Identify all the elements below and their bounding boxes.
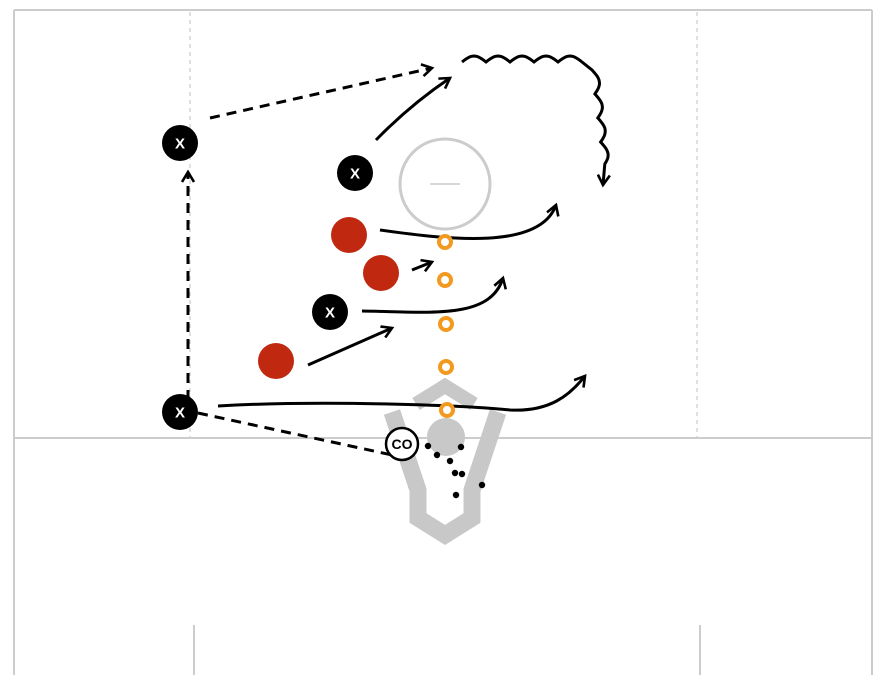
cone <box>437 234 453 250</box>
pass-lines <box>188 68 432 457</box>
offense-players: X X X X <box>162 125 373 430</box>
offense-player: X <box>312 294 348 330</box>
cone <box>437 272 453 288</box>
svg-text:X: X <box>325 305 335 322</box>
svg-text:X: X <box>175 136 185 153</box>
cone <box>438 316 454 332</box>
defender <box>258 343 294 379</box>
cut-lines <box>217 54 608 412</box>
cut-arrow <box>374 78 450 142</box>
offense-player: X <box>162 394 198 430</box>
offense-player: X <box>162 125 198 161</box>
pass-arrow <box>209 68 432 120</box>
cut-arrow <box>307 328 392 367</box>
svg-text:CO: CO <box>392 436 413 452</box>
faceoff-circle <box>398 137 492 231</box>
goal-circle <box>427 418 465 456</box>
offense-player: X <box>337 155 373 191</box>
cut-arrow <box>379 205 556 240</box>
balls <box>424 442 486 499</box>
cut-arrow <box>217 376 585 412</box>
field-lines <box>13 9 873 675</box>
goal-crease <box>383 377 507 546</box>
cut-arrow <box>411 262 432 270</box>
cones <box>437 234 455 418</box>
coach: CO <box>384 426 420 462</box>
defender <box>363 255 399 291</box>
cone <box>439 402 455 418</box>
defender <box>331 217 367 253</box>
cone <box>438 359 454 375</box>
svg-text:X: X <box>175 405 185 422</box>
defenders <box>258 217 399 379</box>
dodge-arrow <box>461 54 608 185</box>
cut-arrow <box>361 278 503 314</box>
svg-text:X: X <box>350 166 360 183</box>
pass-line <box>197 411 393 457</box>
